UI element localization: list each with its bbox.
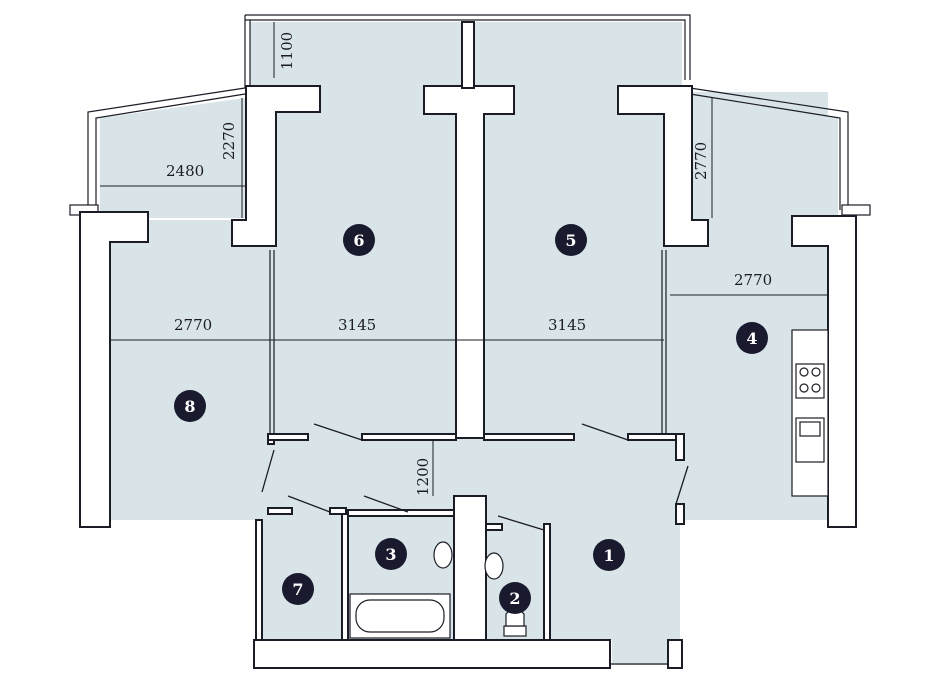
dim-room6-width: 3145: [338, 316, 376, 334]
dim-room5-width: 3145: [548, 316, 586, 334]
wall-stub-6: [267, 439, 275, 445]
loggia-left: [100, 98, 245, 218]
room-number-5: 5: [565, 231, 576, 250]
burner-icon: [811, 367, 821, 377]
burner-icon: [799, 367, 809, 377]
stove: [795, 363, 825, 399]
dimension-lines: [100, 22, 828, 496]
room-number-1: 1: [603, 546, 614, 565]
dim-loggia-right-height: 2770: [692, 142, 710, 180]
room-number-2: 2: [509, 589, 520, 608]
room-marker-3: 3: [375, 538, 407, 570]
doors: [261, 423, 689, 665]
wall-room7-top: [267, 507, 293, 515]
fixtures: [349, 329, 829, 639]
room-marker-1: 1: [593, 539, 625, 571]
window-frames: [69, 14, 871, 216]
room-marker-4: 4: [736, 322, 768, 354]
burner-icon: [811, 383, 821, 393]
kitchen-counter: [791, 329, 829, 497]
wall-bath-left: [341, 509, 349, 641]
wc-basin-icon: [484, 552, 504, 580]
wall-bottom: [253, 639, 611, 669]
kitchen-sink-bowl: [799, 421, 821, 437]
bathtub-inner: [355, 599, 445, 633]
toilet-tank: [503, 625, 527, 637]
wall-left: [79, 211, 149, 528]
dim-loggia-left-width: 2480: [166, 162, 204, 180]
room-number-6: 6: [353, 231, 364, 250]
balcony-divider: [461, 21, 475, 89]
room-markers: 1 2 3 4 5 6 7 8: [174, 224, 768, 614]
wall-wc-top: [485, 523, 503, 531]
dim-balcony-top: 1100: [278, 32, 296, 70]
bath-basin-icon: [433, 541, 453, 569]
dim-hall-width: 1200: [414, 458, 432, 496]
room-marker-7: 7: [282, 573, 314, 605]
wall-room7-right-top: [329, 507, 347, 515]
room-marker-8: 8: [174, 390, 206, 422]
walls: [79, 21, 857, 669]
dimension-labels: 1100 2270 2480 2770 2770 2770 3145 3145 …: [166, 32, 772, 496]
room-marker-5: 5: [555, 224, 587, 256]
wall-stub-1: [267, 433, 309, 441]
wall-bath-partition: [453, 495, 487, 641]
dim-room4-width: 2770: [734, 271, 772, 289]
room-number-3: 3: [385, 545, 396, 564]
dim-loggia-left-height: 2270: [220, 122, 238, 160]
room-marker-2: 2: [499, 582, 531, 614]
wall-right: [791, 215, 857, 528]
dim-room8-width: 2770: [174, 316, 212, 334]
wall-pillar-right: [617, 85, 709, 247]
wall-pillar-left: [231, 85, 321, 247]
wall-bath-top: [345, 509, 455, 517]
wall-entry-post: [667, 639, 683, 669]
room-number-7: 7: [292, 580, 303, 599]
burner-icon: [799, 383, 809, 393]
wall-room7-left: [255, 519, 263, 641]
wall-wc-right: [543, 523, 551, 641]
wall-stub-3: [483, 433, 575, 441]
room-marker-6: 6: [343, 224, 375, 256]
room-number-8: 8: [184, 397, 195, 416]
room-number-4: 4: [746, 329, 757, 348]
wall-stub-7: [675, 503, 685, 525]
wall-stub-5: [675, 433, 685, 461]
wall-stub-2: [361, 433, 457, 441]
